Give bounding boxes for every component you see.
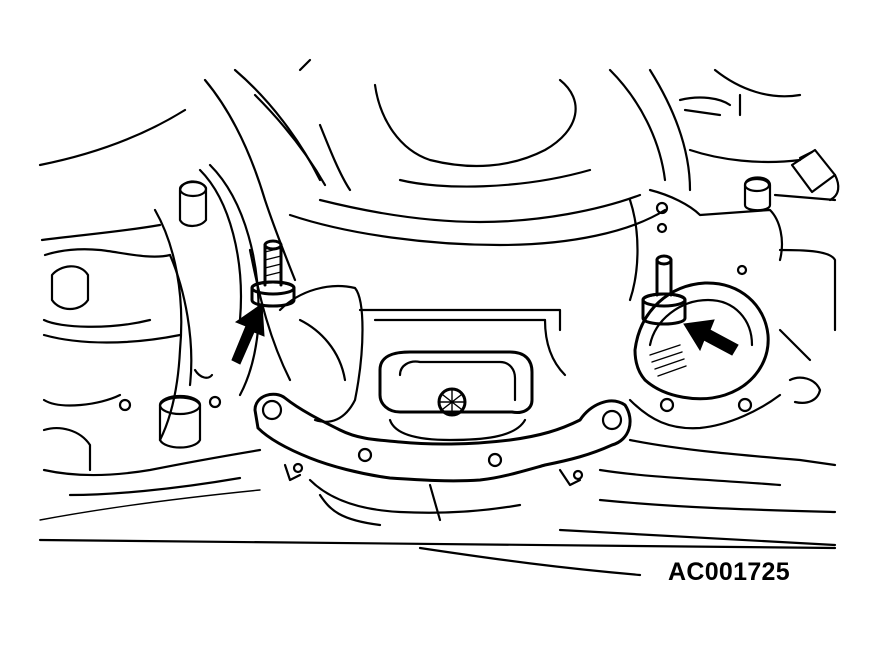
left-engine-housing [38, 108, 837, 550]
right-mount-bolt [641, 254, 687, 326]
left-bolt-arrow-icon [231, 303, 265, 365]
center-mount-housing [248, 248, 632, 527]
figure-reference-code: AC001725 [668, 558, 790, 586]
right-side-housing [418, 176, 837, 577]
right-bolt-arrow-icon [683, 319, 739, 356]
left-mount-bolt [250, 239, 296, 308]
transmission-case [203, 58, 840, 282]
